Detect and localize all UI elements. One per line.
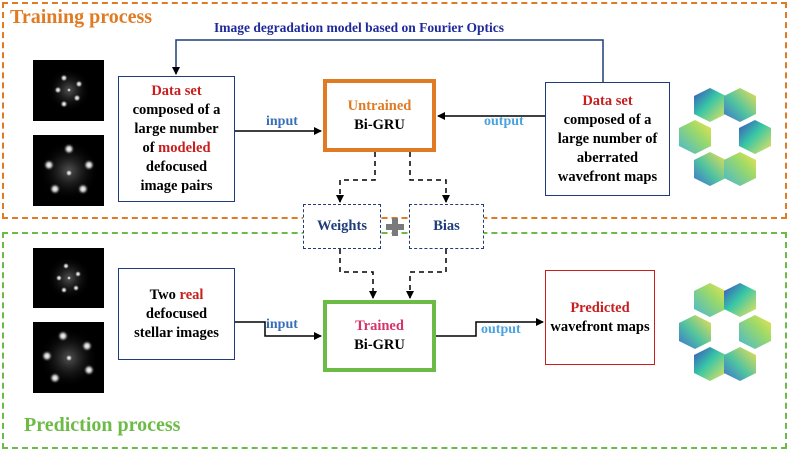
trained-model-name: Bi-GRU <box>354 337 405 353</box>
real-images-line1: Two real <box>150 286 204 305</box>
real-images-pre: Two <box>149 286 180 303</box>
predicted-wavefront-box: Predicted wavefront maps <box>545 270 655 365</box>
dataset-right-line1: composed of a <box>563 111 652 128</box>
trained-label: Trained <box>355 318 404 334</box>
dataset-left-line1: composed of a <box>132 102 221 118</box>
weights-box: Weights <box>303 204 381 249</box>
real-images-box: Two real defocused stellar images <box>118 268 235 360</box>
untrained-label: Untrained <box>347 97 412 114</box>
real-images-line2: defocused <box>145 305 208 322</box>
predicted-line2: wavefront maps <box>550 318 650 335</box>
plus-icon <box>386 218 404 236</box>
bias-box: Bias <box>409 204 484 249</box>
psf-image-bottom-2 <box>33 322 104 393</box>
output-label-bottom: output <box>481 322 521 337</box>
dataset-left-line3-pre: of <box>142 140 159 156</box>
output-label-top: output <box>484 114 524 129</box>
modeled-dataset-box: Data set composed of a large number of m… <box>118 76 235 202</box>
psf-image-top-2 <box>33 135 104 206</box>
dataset-left-modeled: modeled <box>158 140 211 156</box>
dataset-right-line3: aberrated <box>576 149 639 166</box>
real-images-line3: stellar images <box>134 324 219 341</box>
training-title: Training process <box>10 6 153 28</box>
input-label-bottom: input <box>266 317 298 332</box>
dataset-left-line4: defocused <box>145 159 208 175</box>
input-arrow-bottom <box>235 321 322 340</box>
dataset-left-line5: image pairs <box>140 178 213 194</box>
bias-to-trained <box>406 249 447 299</box>
dataset-right-line4: wavefront maps <box>557 168 658 185</box>
input-label-top: input <box>266 114 298 129</box>
degradation-model-label: Image degradation model based on Fourier… <box>214 20 504 35</box>
untrained-to-weights <box>336 152 376 203</box>
trained-bigru-box: Trained Bi-GRU <box>323 300 436 372</box>
psf-image-top-1 <box>33 60 104 121</box>
prediction-title: Prediction process <box>24 414 181 436</box>
wavefront-map-top <box>679 88 771 186</box>
wavefront-dataset-box: Data set composed of a large number of a… <box>545 82 670 196</box>
untrained-bigru-box: Untrained Bi-GRU <box>323 79 436 152</box>
weights-to-trained <box>339 249 377 299</box>
feedback-line <box>172 39 604 82</box>
output-arrow-bottom <box>436 318 544 337</box>
dataset-left-title: Data set <box>151 83 202 99</box>
dataset-left-line3: of modeled <box>142 139 210 158</box>
dataset-right-title: Data set <box>582 92 633 109</box>
untrained-to-bias <box>409 152 450 203</box>
untrained-model-name: Bi-GRU <box>354 116 405 133</box>
dataset-left-line2: large number <box>134 121 219 137</box>
predicted-label: Predicted <box>570 299 630 316</box>
psf-image-bottom-1 <box>33 248 104 308</box>
wavefront-map-bottom <box>679 283 771 381</box>
real-images-real: real <box>179 286 204 303</box>
dataset-right-line2: large number of <box>557 130 658 147</box>
